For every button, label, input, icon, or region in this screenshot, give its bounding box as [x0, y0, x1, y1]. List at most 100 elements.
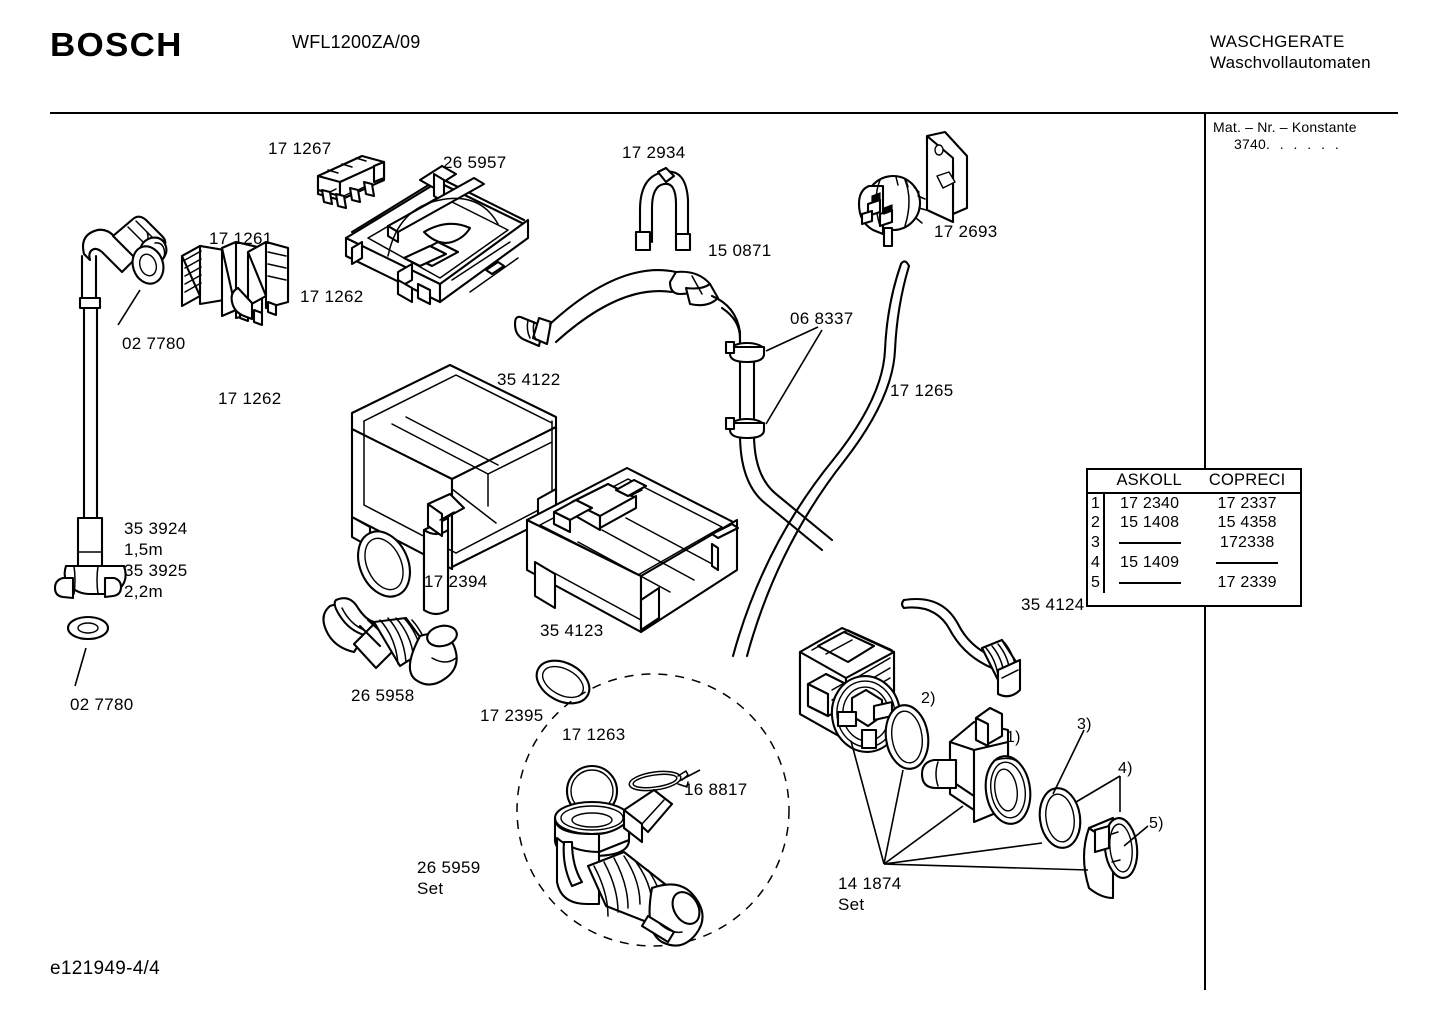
- part-number-line: 35 3925: [124, 561, 188, 580]
- part-172934-wire-retainer: [634, 166, 692, 252]
- part-number-354124: 35 4124: [1021, 595, 1085, 614]
- part-number-line: Set: [838, 895, 865, 914]
- variant-cell-askoll: 17 2340: [1120, 494, 1180, 512]
- part-number-171262: 17 1262: [218, 389, 282, 408]
- variant-cell-copreci: 17 2339: [1217, 574, 1277, 591]
- variant-row-index: 4: [1088, 553, 1105, 573]
- detail-circle-265959: [516, 673, 790, 947]
- part-number-line: 26 5959: [417, 858, 481, 877]
- variant-cell-askoll: 15 1408: [1120, 514, 1180, 531]
- variant-row-index: 2: [1088, 513, 1105, 533]
- variant-cell-askoll: [1104, 573, 1194, 593]
- part-number-line: 14 1874: [838, 874, 902, 893]
- variant-table-index-header: [1088, 470, 1104, 494]
- callout-3: 3): [1077, 716, 1092, 733]
- part-number-265957: 26 5957: [443, 153, 507, 172]
- variant-cell-copreci: 17 2337: [1217, 494, 1277, 512]
- part-number-line: 2,2m: [124, 582, 163, 601]
- variant-cell-copreci: [1194, 553, 1300, 573]
- leaders-callouts: [1052, 729, 1149, 847]
- callout-2: 2): [921, 690, 936, 707]
- variant-row-index: 3: [1088, 533, 1105, 553]
- part-number-150871: 15 0871: [708, 241, 772, 260]
- material-constant-label: Mat. – Nr. – Konstante: [1213, 119, 1357, 135]
- part-number-354123: 35 4123: [540, 621, 604, 640]
- variant-cell-askoll: 15 1409: [1120, 554, 1180, 571]
- variant-cell-copreci: 172338: [1219, 534, 1275, 551]
- category-subtitle: Waschvollautomaten: [1210, 53, 1371, 72]
- part-callout3-seal: [1038, 787, 1082, 849]
- part-number-168817: 16 8817: [684, 780, 748, 799]
- part-callout1-pump-housing: [920, 706, 1032, 825]
- part-027780-seal-lower: [66, 615, 110, 687]
- part-354122-dispenser-housing: [350, 363, 558, 616]
- variant-cell-empty-dash: [1118, 541, 1181, 544]
- material-constant-number: 3740: [1234, 136, 1266, 152]
- variant-cell-askoll: [1104, 533, 1194, 553]
- material-constant-dots: . . . . . .: [1265, 136, 1342, 152]
- part-callout2-seal: [884, 704, 930, 770]
- part-172693-pressure-switch: [857, 130, 969, 248]
- part-068337-hose-clamps: [724, 326, 823, 440]
- variant-table-row: 3 172338: [1088, 533, 1300, 553]
- category-title: WASCHGERATE: [1210, 32, 1345, 51]
- variant-table-col-askoll: ASKOLL: [1104, 470, 1195, 494]
- variant-cell-empty-dash: [1216, 561, 1279, 564]
- callout-1: 1): [1006, 729, 1021, 746]
- variant-table-row: 2 15 1408 15 4358: [1088, 513, 1300, 533]
- part-354124-drain-hose: [900, 598, 1022, 698]
- part-354123-dispenser-drawer: [525, 466, 740, 634]
- part-number-172693: 17 2693: [934, 222, 998, 241]
- variant-cell-empty-dash: [1118, 581, 1181, 584]
- variant-table-row: 5 17 2339: [1088, 573, 1300, 593]
- part-265959-sump-hose-set: [553, 788, 704, 947]
- variant-table-row: 1 17 2340 17 2337: [1088, 493, 1300, 513]
- part-number-354122: 35 4122: [497, 370, 561, 389]
- part-168817-wire-clip: [628, 769, 701, 792]
- part-353924-inlet-hose: [53, 215, 168, 600]
- part-number-line: 35 3924: [124, 519, 188, 538]
- leaders-141874-set: [850, 740, 1089, 871]
- variant-row-index: 1: [1088, 493, 1105, 513]
- part-171265-pressure-hose: [731, 260, 911, 658]
- variant-table-header-row: ASKOLL COPRECI: [1088, 470, 1300, 494]
- bosch-logo: BOSCH: [50, 26, 183, 63]
- variant-row-index: 5: [1088, 573, 1105, 593]
- part-number-171265: 17 1265: [890, 381, 954, 400]
- part-number-171262: 17 1262: [300, 287, 364, 306]
- part-171261-inlet-valve: [180, 240, 290, 327]
- part-number-172395: 17 2395: [480, 706, 544, 725]
- part-callout5-pump-cover: [1082, 816, 1139, 900]
- part-265957-lid-frame: [344, 164, 530, 306]
- part-number-172394: 17 2394: [424, 572, 488, 591]
- part-number-line: 1,5m: [124, 540, 163, 559]
- part-172395-oring-small: [535, 659, 591, 705]
- part-171267-hose-clip: [316, 154, 386, 210]
- callout-5: 5): [1149, 815, 1164, 832]
- part-number-block-p-353924: 35 3924 1,5m 35 3925 2,2m: [124, 518, 188, 602]
- callout-4: 4): [1118, 760, 1133, 777]
- part-172394-oring-large: [357, 530, 411, 598]
- variant-table: ASKOLL COPRECI 1 17 2340 17 2337 2 15 1408 15…: [1086, 468, 1302, 607]
- variant-table-grid: ASKOLL COPRECI 1 17 2340 17 2337 2 15 1408 15…: [1088, 470, 1300, 593]
- header-divider-horizontal: [50, 112, 1398, 114]
- drawing-code: e121949-4/4: [50, 958, 161, 979]
- part-265958-connecting-hose: [322, 597, 458, 686]
- variant-table-body: 1 17 2340 17 2337 2 15 1408 15 4358 3 172338 4 15…: [1088, 493, 1300, 593]
- variant-table-row: 4 15 1409: [1088, 553, 1300, 573]
- part-number-027780: 02 7780: [70, 695, 134, 714]
- part-number-171261: 17 1261: [209, 229, 273, 248]
- variant-cell-copreci: 15 4358: [1217, 514, 1277, 531]
- model-number: WFL1200ZA/09: [292, 32, 421, 52]
- part-number-027780: 02 7780: [122, 334, 186, 353]
- part-number-line: Set: [417, 879, 444, 898]
- part-027780-seal-upper: [117, 245, 165, 326]
- material-constant-value: 3740. . . . . .: [1234, 136, 1342, 152]
- part-number-171267: 17 1267: [268, 139, 332, 158]
- variant-table-col-copreci: COPRECI: [1194, 470, 1300, 494]
- part-number-068337: 06 8337: [790, 309, 854, 328]
